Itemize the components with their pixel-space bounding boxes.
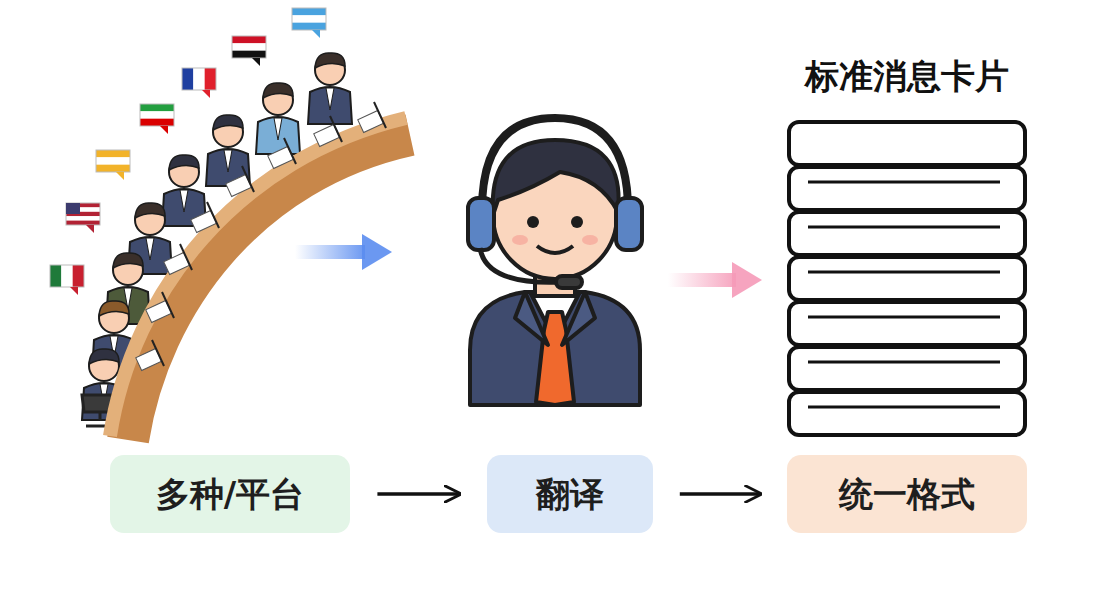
interpreter-figure bbox=[468, 118, 642, 405]
step-pill: 翻译 bbox=[487, 455, 653, 533]
delegates-illustration bbox=[50, 8, 410, 440]
message-card bbox=[789, 122, 1025, 165]
card-line bbox=[808, 361, 1000, 364]
flag-bubble bbox=[232, 36, 266, 66]
flow-arrow bbox=[668, 262, 762, 298]
flag-bubble bbox=[182, 68, 216, 98]
microphone bbox=[207, 202, 219, 228]
flow-arrow bbox=[295, 234, 392, 270]
message-card-stack bbox=[789, 122, 1025, 435]
card-line bbox=[808, 226, 1000, 229]
flag-bubble bbox=[96, 150, 130, 180]
microphone bbox=[284, 138, 296, 164]
step-label: 统一格式 bbox=[839, 474, 975, 515]
message-card bbox=[789, 392, 1025, 435]
step-label: 翻译 bbox=[536, 474, 604, 515]
message-card bbox=[789, 257, 1025, 300]
delegate-body bbox=[256, 117, 300, 154]
flag-bubble bbox=[66, 203, 100, 233]
message-card bbox=[789, 302, 1025, 345]
microphone bbox=[152, 340, 164, 366]
section-heading: 标准消息卡片 bbox=[805, 56, 1009, 97]
delegate-body bbox=[308, 87, 352, 124]
card-line bbox=[808, 181, 1000, 184]
step-pill: 统一格式 bbox=[787, 455, 1027, 533]
microphone bbox=[162, 292, 174, 318]
step-label: 多种/平台 bbox=[156, 474, 304, 515]
message-card bbox=[789, 347, 1025, 390]
flow-arrow bbox=[680, 492, 760, 496]
message-card bbox=[789, 167, 1025, 210]
card-line bbox=[808, 316, 1000, 319]
message-card bbox=[789, 212, 1025, 255]
card-line bbox=[808, 271, 1000, 274]
microphone bbox=[242, 166, 254, 192]
card-line bbox=[808, 406, 1000, 409]
step-pill: 多种/平台 bbox=[110, 455, 350, 533]
microphone bbox=[330, 116, 342, 142]
flow-arrow bbox=[377, 492, 459, 496]
flag-bubble bbox=[140, 104, 174, 134]
microphone bbox=[374, 102, 386, 128]
flag-bubble bbox=[292, 8, 326, 38]
flag-bubble bbox=[50, 265, 84, 295]
microphone bbox=[180, 244, 192, 270]
